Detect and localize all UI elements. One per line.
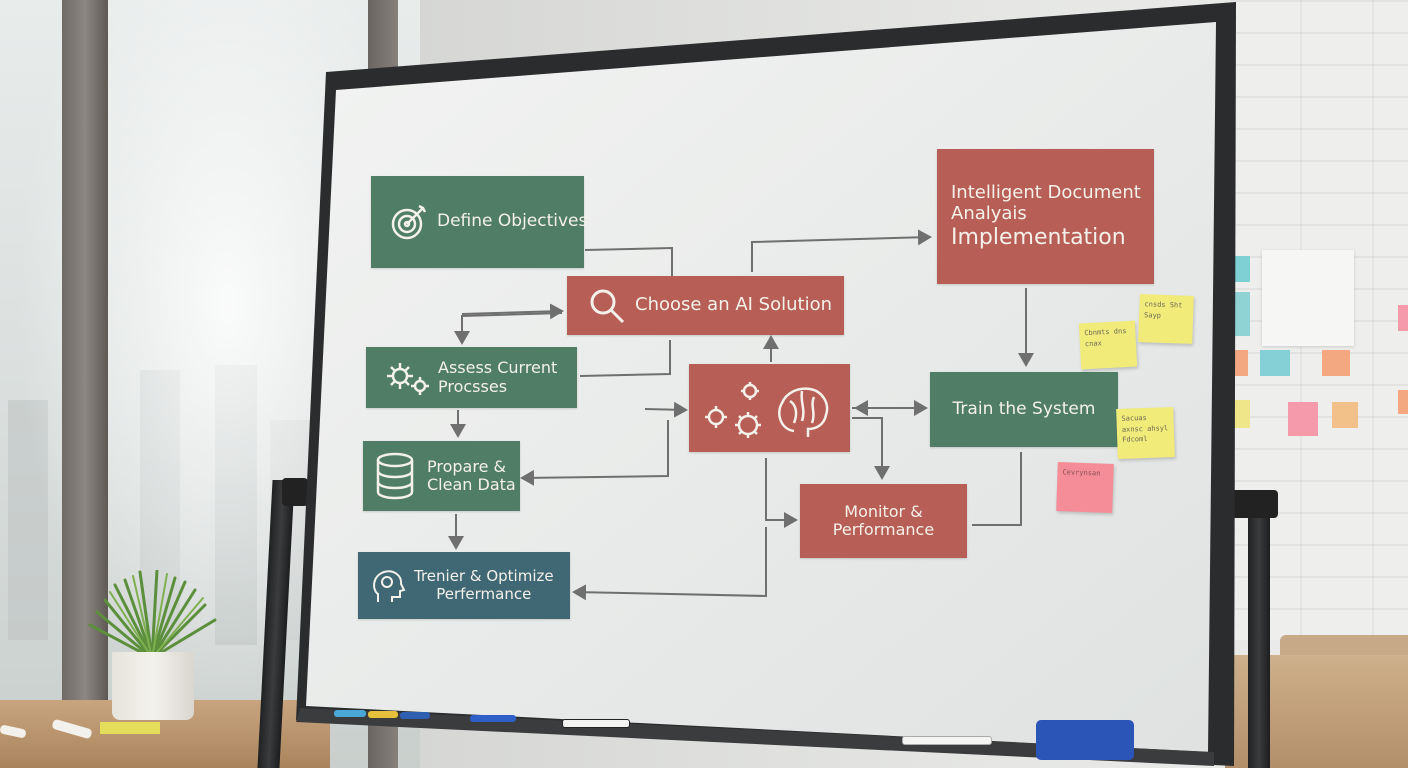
eraser <box>1036 720 1134 760</box>
box-label: Define Objectives <box>437 211 588 232</box>
box-label-line: Assess Current <box>438 358 558 378</box>
box-train-system: Train the System <box>930 372 1118 447</box>
box-prepare-clean-data: Propare & Clean Data <box>363 441 520 511</box>
magnifier-icon <box>587 286 627 326</box>
marker <box>470 715 516 722</box>
box-intelligent-document: Intelligent Document Analyais Implementa… <box>937 149 1154 284</box>
box-label-line: Trenier & Optimize <box>414 567 554 586</box>
database-icon <box>375 451 415 501</box>
wall-sticky <box>1232 256 1250 282</box>
target-icon <box>389 202 429 242</box>
gears-icon <box>384 358 430 398</box>
box-assess-current-processes: Assess Current Procsses <box>366 347 577 408</box>
wall-sticky <box>1332 402 1358 428</box>
box-label-line: Implementation <box>951 224 1126 250</box>
box-label-group: Monitor & Performance <box>832 501 935 540</box>
box-label: Choose an AI Solution <box>635 294 833 316</box>
box-label: Train the System <box>952 398 1096 419</box>
wall-sticky <box>1232 292 1250 336</box>
sticky-note: Sacuas axnsc ahsyl Fdcoml <box>1116 407 1175 459</box>
easel-leg <box>1248 490 1270 768</box>
box-define-objectives: Define Objectives <box>371 176 588 268</box>
sticky-note: Cevrynsan <box>1056 462 1114 513</box>
sticky-note-text: Cevrynsan <box>1062 468 1101 478</box>
sticky-note-text: Cbnmts dns cnax <box>1084 327 1127 348</box>
marker <box>902 736 992 745</box>
marker <box>400 712 430 719</box>
box-label-line: Procsses <box>438 376 508 396</box>
box-center-hub <box>689 364 850 452</box>
box-trenier-optimize: Trenier & Optimize Perfermance <box>358 552 570 619</box>
wall-sticky <box>1260 350 1290 376</box>
box-monitor-performance: Monitor & Performance <box>800 484 967 558</box>
sticky-note: Cbnmts dns cnax <box>1078 320 1138 370</box>
box-label-line: Intelligent Document <box>951 182 1141 204</box>
wall-sticky <box>1398 305 1408 331</box>
wall-sticky <box>1232 400 1250 428</box>
wall-sticky <box>1232 350 1248 376</box>
marker <box>562 719 630 728</box>
marker <box>368 711 398 718</box>
box-label-line: Propare & <box>427 456 506 476</box>
marker <box>334 710 366 717</box>
box-label-line: Analyais <box>951 202 1027 224</box>
box-label-group: Trenier & Optimize Perfermance <box>414 567 554 603</box>
plant-pot <box>112 652 194 720</box>
wall-sticky <box>1398 390 1408 414</box>
wall-paper <box>1262 250 1354 346</box>
box-label-line: Perfermance <box>436 584 532 603</box>
window-frame <box>62 0 108 700</box>
sticky-note-text: Sacuas axnsc ahsyl Fdcoml <box>1121 413 1169 444</box>
box-label-line: Clean Data <box>427 475 516 494</box>
sticky-pad <box>100 722 160 734</box>
easel-clamp <box>282 478 308 506</box>
wall-sticky <box>1322 350 1350 376</box>
plant-leaves <box>88 570 217 660</box>
box-label-line: Monitor & <box>844 501 923 521</box>
head-brain-icon <box>370 566 406 606</box>
box-label-group: Propare & Clean Data <box>427 456 516 495</box>
box-label-line: Performance <box>832 520 935 539</box>
box-label-group: Assess Current Procsses <box>438 358 558 396</box>
sticky-note: cnsds Sht Sayp <box>1138 294 1194 344</box>
gears-brain-icon <box>702 373 837 443</box>
sticky-note-text: cnsds Sht Sayp <box>1143 300 1183 320</box>
wall-sticky <box>1288 402 1318 436</box>
box-choose-ai-solution: Choose an AI Solution <box>567 276 844 335</box>
